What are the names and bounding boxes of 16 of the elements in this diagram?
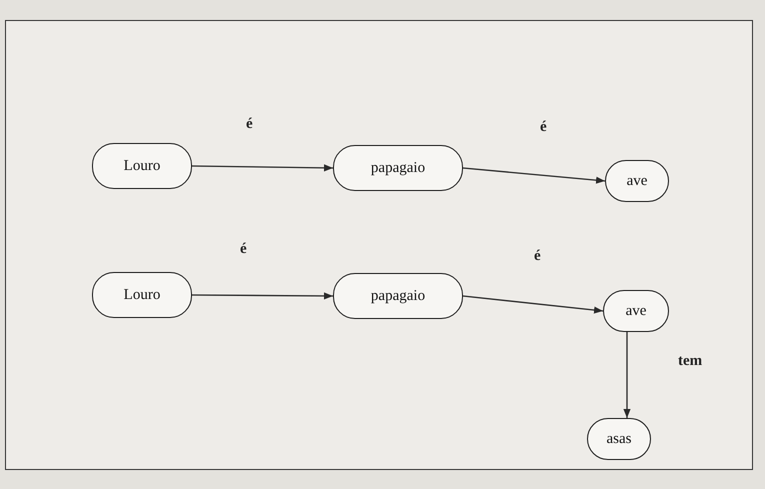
arrow [192,292,333,300]
node-label: papagaio [370,158,426,178]
concept-node [92,272,192,318]
node-label: ave [626,172,648,190]
arrow [192,164,333,172]
node-label: Louro [124,286,160,304]
concept-node [333,145,463,191]
node-label: ave [626,302,646,320]
concept-node [333,273,463,319]
arrow [462,167,606,184]
arrow [462,295,604,314]
node-label: papagaio [370,286,426,306]
node-label: Louro [124,156,160,176]
node-label: asas [606,430,632,448]
concept-node [92,143,192,189]
arrow [623,332,631,418]
